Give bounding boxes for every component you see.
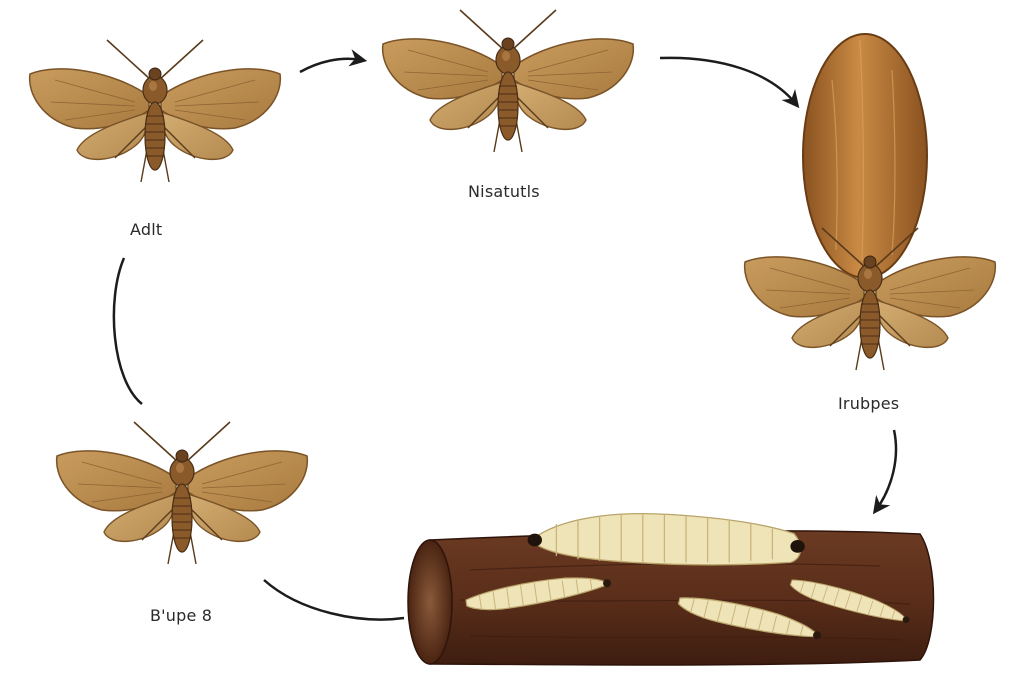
label-bottom-left: B'upe 8 xyxy=(150,606,213,625)
label-right: Irubpes xyxy=(838,394,900,413)
arrow-1-to-2 xyxy=(299,49,368,74)
arrow-4-to-5 xyxy=(263,579,405,621)
larvae-on-log xyxy=(407,512,935,666)
arrow-2-to-3 xyxy=(659,56,800,109)
larva-large xyxy=(527,512,805,566)
label-adult: Adlt xyxy=(130,220,163,239)
log-end xyxy=(407,539,453,665)
arrow-3-to-4 xyxy=(872,429,898,515)
arrow-5-to-1 xyxy=(112,257,143,405)
cocoon-with-moth xyxy=(743,33,997,371)
label-top-center: Nisatutls xyxy=(468,182,540,201)
moth-adult-top-left xyxy=(28,39,282,183)
moth-top-center xyxy=(381,9,635,153)
cocoon xyxy=(802,33,928,279)
moth-bottom-left xyxy=(55,421,309,565)
